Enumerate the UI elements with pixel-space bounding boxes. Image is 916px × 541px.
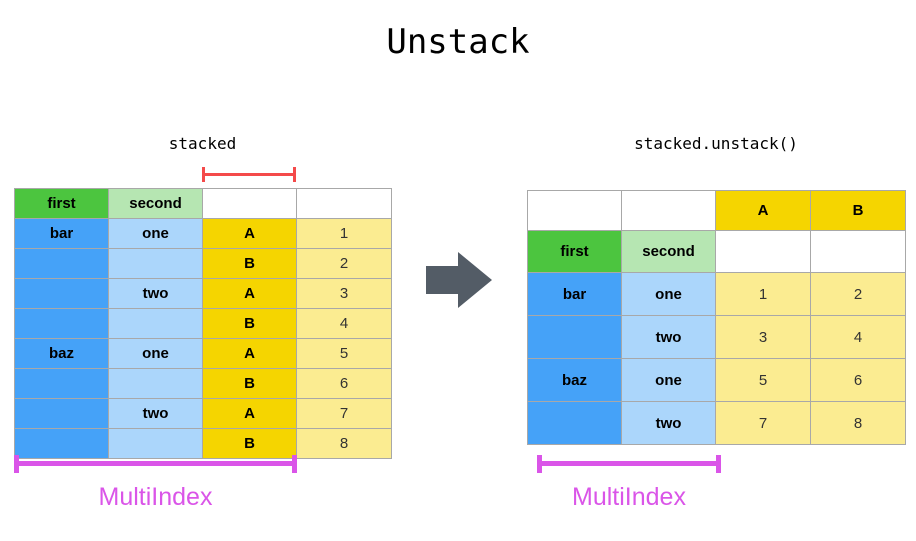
page-title: Unstack [386, 22, 530, 62]
cell-first [14, 368, 109, 399]
cell-level: B [202, 308, 297, 339]
table-row: two A 7 [14, 398, 392, 429]
cell-first [14, 428, 109, 459]
cell-value-a: 7 [715, 401, 811, 445]
cell-index-name-second: second [621, 230, 716, 273]
table-row: two 3 4 [527, 315, 906, 359]
table-row: baz one A 5 [14, 338, 392, 369]
multiindex-bracket-cap-right [292, 455, 297, 473]
columns-bracket-bar [202, 173, 296, 176]
cell-value: 5 [296, 338, 392, 369]
cell-level: B [202, 368, 297, 399]
cell-header-blank-2 [296, 188, 392, 219]
left-table-caption: stacked [168, 134, 237, 153]
cell-second: two [108, 278, 203, 309]
cell-level: A [202, 398, 297, 429]
cell-level: A [202, 218, 297, 249]
multiindex-bracket-bar [537, 461, 721, 466]
cell-header-blank-1 [202, 188, 297, 219]
table-row: B 8 [14, 428, 392, 459]
cell-value-b: 4 [810, 315, 906, 359]
cell-second: two [621, 401, 716, 445]
table-row-index-header: first second [527, 230, 906, 273]
cell-value-a: 5 [715, 358, 811, 402]
multiindex-bracket-bar [14, 461, 297, 466]
table-row: bar one A 1 [14, 218, 392, 249]
cell-colheader-blank-1 [527, 190, 622, 231]
table-row-header: first second [14, 188, 392, 219]
cell-second [108, 368, 203, 399]
multiindex-bracket-cap-right [716, 455, 721, 473]
cell-index-name-first: first [527, 230, 622, 273]
cell-second: two [621, 315, 716, 359]
multiindex-label-right: MultiIndex [572, 483, 686, 511]
cell-second [108, 248, 203, 279]
cell-value: 2 [296, 248, 392, 279]
cell-value: 1 [296, 218, 392, 249]
cell-level: A [202, 338, 297, 369]
cell-first [527, 401, 622, 445]
table-row: B 6 [14, 368, 392, 399]
cell-value-b: 2 [810, 272, 906, 316]
cell-value-b: 8 [810, 401, 906, 445]
unstacked-table: A B first second bar one 1 2 two 3 4 baz… [527, 190, 906, 445]
table-row: B 2 [14, 248, 392, 279]
cell-level: B [202, 428, 297, 459]
cell-first [14, 398, 109, 429]
cell-first: baz [527, 358, 622, 402]
table-row: baz one 5 6 [527, 358, 906, 402]
cell-first: bar [527, 272, 622, 316]
columns-bracket-cap-right [293, 167, 296, 182]
stacked-table: first second bar one A 1 B 2 two A 3 B [14, 188, 392, 459]
cell-index-name-first: first [14, 188, 109, 219]
cell-value: 3 [296, 278, 392, 309]
cell-second: one [108, 218, 203, 249]
cell-second: two [108, 398, 203, 429]
cell-indexheader-blank-2 [810, 230, 906, 273]
cell-second [108, 308, 203, 339]
cell-colheader-b: B [810, 190, 906, 231]
cell-value: 8 [296, 428, 392, 459]
table-row: B 4 [14, 308, 392, 339]
cell-second: one [108, 338, 203, 369]
cell-colheader-a: A [715, 190, 811, 231]
unstack-arrow-icon [426, 252, 492, 308]
cell-value-a: 1 [715, 272, 811, 316]
cell-second: one [621, 358, 716, 402]
table-row: two 7 8 [527, 401, 906, 445]
cell-indexheader-blank-1 [715, 230, 811, 273]
table-row: bar one 1 2 [527, 272, 906, 316]
cell-level: A [202, 278, 297, 309]
cell-colheader-blank-2 [621, 190, 716, 231]
cell-first [14, 248, 109, 279]
table-row: two A 3 [14, 278, 392, 309]
cell-value: 7 [296, 398, 392, 429]
cell-first: baz [14, 338, 109, 369]
cell-first [14, 308, 109, 339]
columns-bracket [202, 167, 296, 182]
cell-first [14, 278, 109, 309]
cell-second: one [621, 272, 716, 316]
cell-value: 6 [296, 368, 392, 399]
multiindex-bracket-left [14, 455, 297, 473]
table-row-column-header: A B [527, 190, 906, 231]
cell-level: B [202, 248, 297, 279]
multiindex-bracket-right [537, 455, 721, 473]
multiindex-label-left: MultiIndex [98, 483, 213, 511]
cell-index-name-second: second [108, 188, 203, 219]
cell-value: 4 [296, 308, 392, 339]
cell-value-a: 3 [715, 315, 811, 359]
cell-value-b: 6 [810, 358, 906, 402]
right-table-caption: stacked.unstack() [634, 134, 798, 153]
cell-second [108, 428, 203, 459]
cell-first [527, 315, 622, 359]
cell-first: bar [14, 218, 109, 249]
